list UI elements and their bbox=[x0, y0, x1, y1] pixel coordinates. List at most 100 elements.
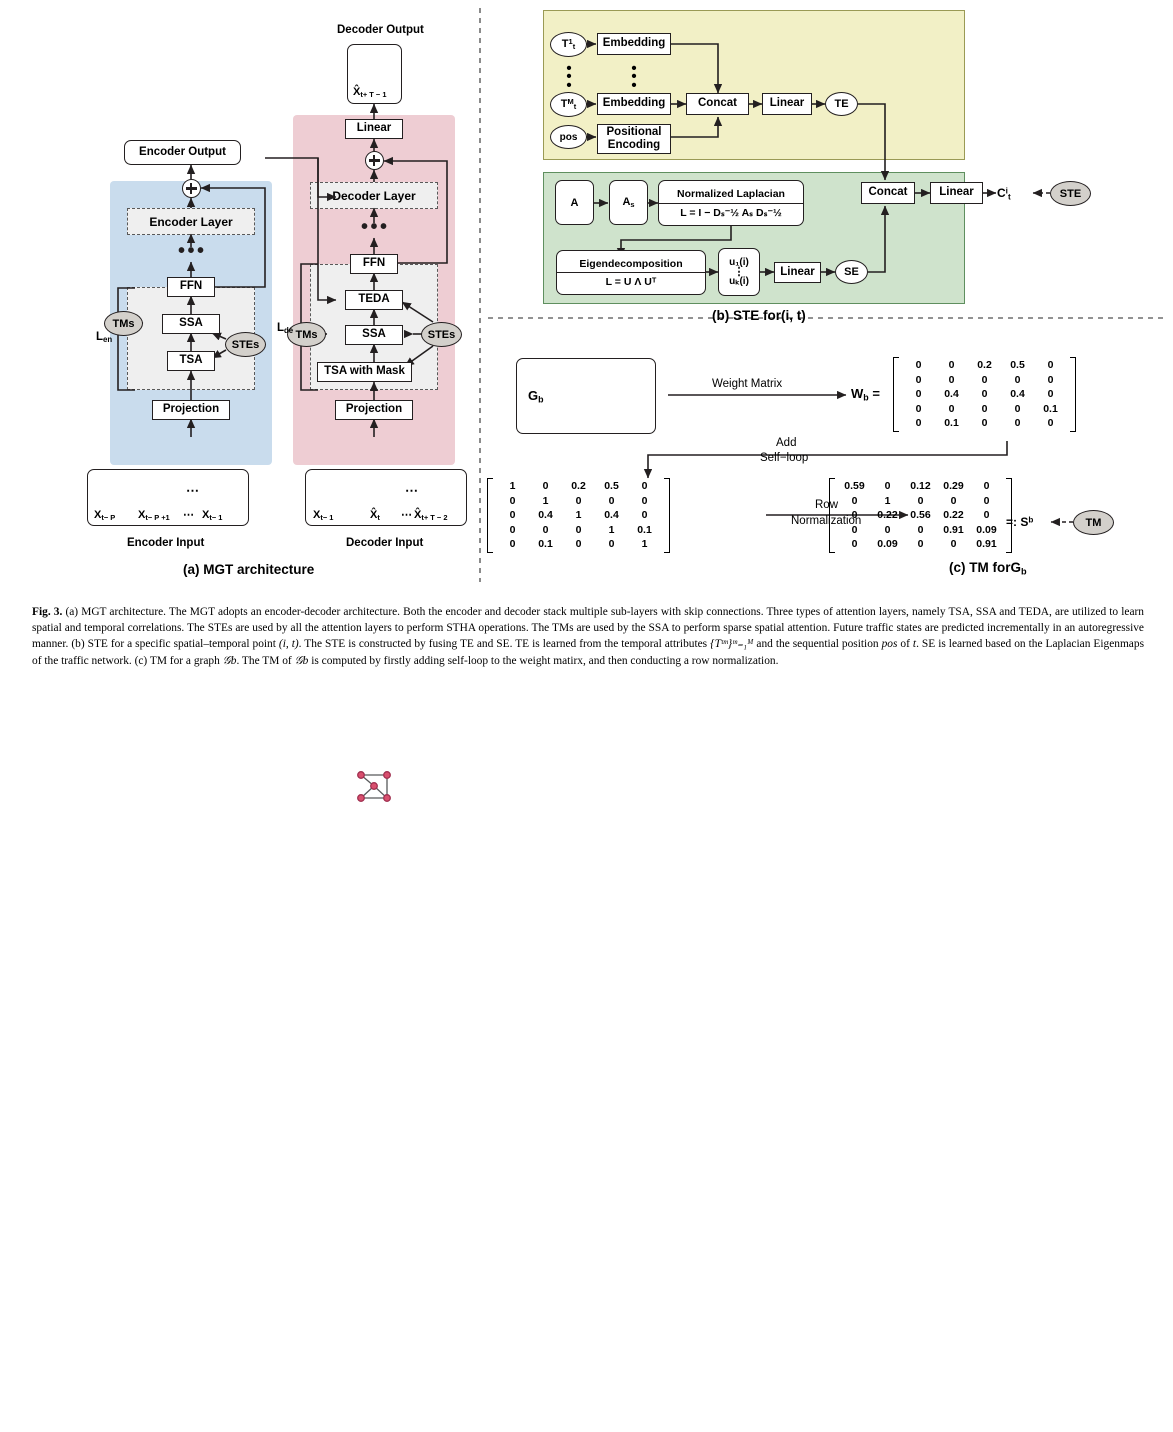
cell: 0 bbox=[1047, 417, 1054, 429]
cell: 1 bbox=[884, 494, 891, 507]
figure-number: Fig. 3. bbox=[32, 606, 63, 618]
matrix-bracket-right bbox=[1006, 478, 1012, 553]
encoder-layer-dashbox[interactable]: Encoder Layer bbox=[127, 208, 255, 235]
table-row: 0 0 0 1 0.1 bbox=[496, 523, 661, 538]
cell: 0 bbox=[851, 494, 858, 507]
encoder-input-graph-ellipsis: ⋯ bbox=[186, 483, 199, 498]
eigendecomposition-formula: L = U Λ Uᵀ bbox=[605, 276, 657, 288]
cell: 0 bbox=[509, 509, 516, 521]
positional-encoding-box[interactable]: Positional Encoding bbox=[597, 124, 671, 154]
cell: 0 bbox=[542, 523, 549, 536]
weight-matrix: 0 0 0.2 0.5 0 0 0 0 0 0 0 0.4 0 0.4 0 bbox=[893, 357, 1076, 432]
se-node[interactable]: SE bbox=[835, 260, 868, 284]
encoder-input-box[interactable] bbox=[87, 469, 249, 526]
cell: 0 bbox=[851, 538, 858, 550]
encoder-residual-add-icon bbox=[181, 179, 201, 198]
add-selfloop-label-line1: Add bbox=[776, 437, 797, 449]
decoder-stes-node[interactable]: STEs bbox=[421, 322, 462, 347]
decoder-linear-box[interactable]: Linear bbox=[345, 119, 403, 139]
cell: 0 bbox=[884, 523, 891, 536]
cell: 1 bbox=[575, 509, 582, 521]
encoder-input-caption: Encoder Input bbox=[127, 537, 205, 549]
cell: 0 bbox=[1047, 388, 1054, 400]
normalized-matrix-result-symbol: =: Sb bbox=[1006, 515, 1034, 529]
ste-node-b[interactable]: STE bbox=[1050, 181, 1091, 206]
tm-node[interactable]: TM bbox=[1073, 510, 1114, 535]
decoder-teda-box[interactable]: TEDA bbox=[345, 290, 403, 310]
decoder-input-box[interactable] bbox=[305, 469, 467, 526]
table-row: 0 0.09 0 0 0.91 bbox=[838, 537, 1003, 552]
cell: 0 bbox=[917, 523, 924, 536]
cell: 0.59 bbox=[844, 480, 865, 492]
eigenvector-column-box[interactable]: u₁(i) ⋮ uₖ(i) bbox=[718, 248, 760, 296]
ste-linear-box[interactable]: Linear bbox=[930, 182, 983, 204]
eigendecomposition-box[interactable]: Eigendecomposition L = U Λ Uᵀ bbox=[556, 250, 706, 295]
table-row: 0 0 0 0.91 0.09 bbox=[838, 523, 1003, 538]
symmetric-adjacency-box[interactable]: As bbox=[609, 180, 648, 225]
table-row: 0 0.4 0 0.4 0 bbox=[902, 387, 1067, 402]
graph-gb-box[interactable] bbox=[516, 358, 656, 434]
encoder-stack-ellipsis: ••• bbox=[178, 240, 207, 262]
encoder-tsa-box[interactable]: TSA bbox=[167, 351, 215, 371]
encoder-ffn-box[interactable]: FFN bbox=[167, 277, 215, 297]
cell: 0.4 bbox=[538, 509, 553, 521]
te-node[interactable]: TE bbox=[825, 92, 858, 116]
temporal-attribute-m-label: TMt bbox=[560, 97, 577, 112]
add-selfloop-label-line2: Self−loop bbox=[760, 452, 809, 464]
temporal-attribute-1-label: T1t bbox=[561, 37, 576, 52]
cell: 0 bbox=[1047, 359, 1054, 371]
caption-text-5: . SE is learned based on the Laplacian E… bbox=[32, 638, 1144, 667]
table-row: 0 0.4 1 0.4 0 bbox=[496, 508, 661, 523]
decoder-output-caption: Decoder Output bbox=[337, 24, 424, 36]
temporal-embedding-box-m[interactable]: Embedding bbox=[597, 93, 671, 115]
cell: 0 bbox=[575, 494, 582, 507]
cell: 0 bbox=[575, 538, 582, 550]
encoder-ssa-box[interactable]: SSA bbox=[162, 314, 220, 334]
figure-caption: Fig. 3. (a) MGT architecture. The MGT ad… bbox=[32, 604, 1144, 669]
caption-italic-3: t bbox=[912, 638, 917, 651]
symmetric-adjacency-label: As bbox=[622, 196, 635, 210]
ste-concat-box[interactable]: Concat bbox=[861, 182, 915, 204]
decoder-layer-dashbox[interactable]: Decoder Layer bbox=[310, 182, 438, 209]
decoder-input-caption: Decoder Input bbox=[346, 537, 424, 549]
decoder-projection-box[interactable]: Projection bbox=[335, 400, 413, 420]
caption-text-6: . The TM of bbox=[236, 654, 295, 667]
encoder-projection-box[interactable]: Projection bbox=[152, 400, 230, 420]
spatial-linear-box[interactable]: Linear bbox=[774, 262, 821, 283]
encoder-stes-node[interactable]: STEs bbox=[225, 332, 266, 357]
cell: 0 bbox=[917, 494, 924, 507]
temporal-attribute-node-m[interactable]: TMt bbox=[550, 92, 587, 117]
temporal-embedding-box-1[interactable]: Embedding bbox=[597, 33, 671, 55]
caption-italic-2: pos bbox=[881, 638, 898, 651]
cell: 0 bbox=[608, 494, 615, 507]
cell: 0 bbox=[851, 523, 858, 536]
temporal-linear-box[interactable]: Linear bbox=[762, 93, 812, 115]
decoder-input-label-2: X̂t+ T − 2 bbox=[414, 509, 448, 523]
cell: 0 bbox=[1014, 402, 1021, 415]
adjacency-matrix-box[interactable]: A bbox=[555, 180, 594, 225]
temporal-embeddings-vertical-ellipsis: ••• bbox=[631, 60, 637, 94]
weight-matrix-rows: 0 0 0.2 0.5 0 0 0 0 0 0 0 0.4 0 0.4 0 bbox=[899, 357, 1070, 432]
decoder-tsa-mask-box[interactable]: TSA with Mask bbox=[317, 362, 412, 382]
encoder-output-box[interactable]: Encoder Output bbox=[124, 140, 241, 165]
temporal-attribute-node-1[interactable]: T1t bbox=[550, 32, 587, 57]
table-row: 0 0.22 0.56 0.22 0 bbox=[838, 508, 1003, 523]
cell: 0.91 bbox=[943, 523, 964, 536]
cell: 0 bbox=[1014, 417, 1021, 429]
positional-index-node[interactable]: pos bbox=[550, 125, 587, 149]
cell: 0.2 bbox=[571, 480, 586, 492]
decoder-output-variable-label: X̂t+ T − 1 bbox=[353, 86, 387, 100]
table-row: 0 0.1 0 0 0 bbox=[902, 416, 1067, 431]
cell: 1 bbox=[509, 480, 516, 492]
cell: 0.2 bbox=[977, 359, 992, 371]
caption-text-2: . The STE is constructed by fusing TE an… bbox=[298, 638, 711, 651]
caption-text-3: and the sequential position bbox=[753, 638, 882, 651]
decoder-output-box[interactable] bbox=[347, 44, 402, 104]
decoder-stack-ellipsis: ••• bbox=[361, 216, 390, 238]
temporal-concat-box[interactable]: Concat bbox=[686, 93, 749, 115]
normalized-laplacian-box[interactable]: Normalized Laplacian L = I − Dₛ⁻½ Aₛ Dₛ⁻… bbox=[658, 180, 804, 226]
cell: 0 bbox=[950, 494, 957, 507]
decoder-ffn-box[interactable]: FFN bbox=[350, 254, 398, 274]
decoder-ssa-box[interactable]: SSA bbox=[345, 325, 403, 345]
row-normalization-label-line1: Row bbox=[815, 499, 839, 511]
